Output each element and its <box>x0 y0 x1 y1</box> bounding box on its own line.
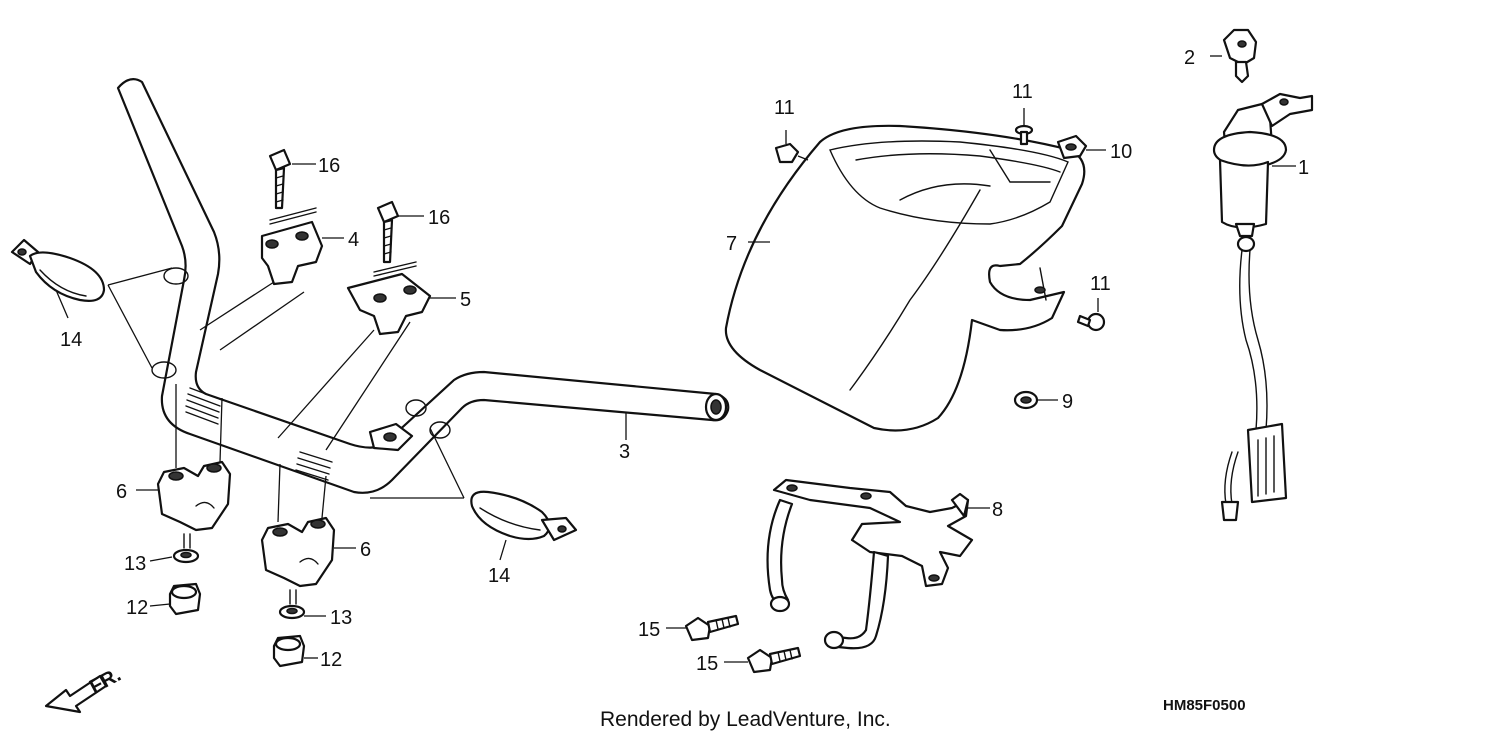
flange-bolt-15-a[interactable] <box>684 614 740 642</box>
flange-bolt-16-a[interactable] <box>268 148 292 210</box>
washer-13-a[interactable] <box>172 533 200 564</box>
callout-13-b: 13 <box>330 607 352 629</box>
callout-3: 3 <box>619 441 630 463</box>
upper-handlebar-holder-5[interactable] <box>346 261 432 336</box>
knurl-left <box>185 387 223 425</box>
leader-lines <box>55 55 1296 663</box>
callout-11-c: 11 <box>1090 273 1111 295</box>
flange-nut-12-a[interactable] <box>168 582 202 616</box>
callout-15-a: 15 <box>638 619 660 641</box>
callout-9: 9 <box>1062 391 1073 413</box>
callout-14-a: 14 <box>60 329 82 351</box>
nut-9[interactable] <box>1013 390 1058 410</box>
wire-band-14-right[interactable] <box>470 490 578 542</box>
callout-16-b: 16 <box>428 207 450 229</box>
washer-13-b[interactable] <box>278 589 306 620</box>
knurl-right <box>295 451 333 481</box>
screw-11-c[interactable] <box>1076 298 1106 332</box>
grommet-10[interactable] <box>1056 134 1106 160</box>
callout-16-a: 16 <box>318 155 340 177</box>
callout-13-a: 13 <box>124 553 146 575</box>
callout-6-a: 6 <box>116 481 127 503</box>
handle-cover[interactable] <box>724 124 1086 432</box>
lower-handlebar-holder-6-b[interactable] <box>260 516 336 588</box>
lower-handlebar-holder-6-a[interactable] <box>156 460 232 532</box>
callout-12-b: 12 <box>320 649 342 671</box>
callout-4: 4 <box>348 229 359 251</box>
callout-10: 10 <box>1110 141 1132 163</box>
callout-11-a: 11 <box>774 97 795 119</box>
callout-1: 1 <box>1298 157 1309 179</box>
callout-12-a: 12 <box>126 597 148 619</box>
callout-11-b: 11 <box>1012 81 1033 103</box>
callout-numbers: 1 2 3 4 5 6 6 7 8 9 10 11 11 11 12 12 13… <box>60 47 1309 675</box>
callout-6-b: 6 <box>360 539 371 561</box>
handle-cover-bracket[interactable] <box>766 478 990 650</box>
wire-band-14-left[interactable] <box>10 238 106 302</box>
flange-nut-12-b[interactable] <box>272 634 306 668</box>
callout-2: 2 <box>1184 47 1195 69</box>
flange-bolt-16-b[interactable] <box>376 200 400 264</box>
screw-11-a[interactable] <box>774 130 809 164</box>
handlebar[interactable] <box>116 77 730 494</box>
callout-15-b: 15 <box>696 653 718 675</box>
front-direction-arrow: FR. <box>44 664 125 714</box>
diagram-code: HM85F0500 <box>1163 697 1246 714</box>
key[interactable] <box>1222 28 1258 84</box>
handlebar-guide-lines <box>107 267 465 523</box>
upper-handlebar-holder-4[interactable] <box>260 207 324 286</box>
flange-bolt-15-b[interactable] <box>746 646 802 674</box>
callout-14-b: 14 <box>488 565 510 587</box>
combination-switch[interactable] <box>1212 92 1314 522</box>
callout-8: 8 <box>992 499 1003 521</box>
footer-credit: Rendered by LeadVenture, Inc. <box>600 708 891 731</box>
callout-5: 5 <box>460 289 471 311</box>
callout-7: 7 <box>726 233 737 255</box>
screw-11-b[interactable] <box>1014 108 1034 146</box>
